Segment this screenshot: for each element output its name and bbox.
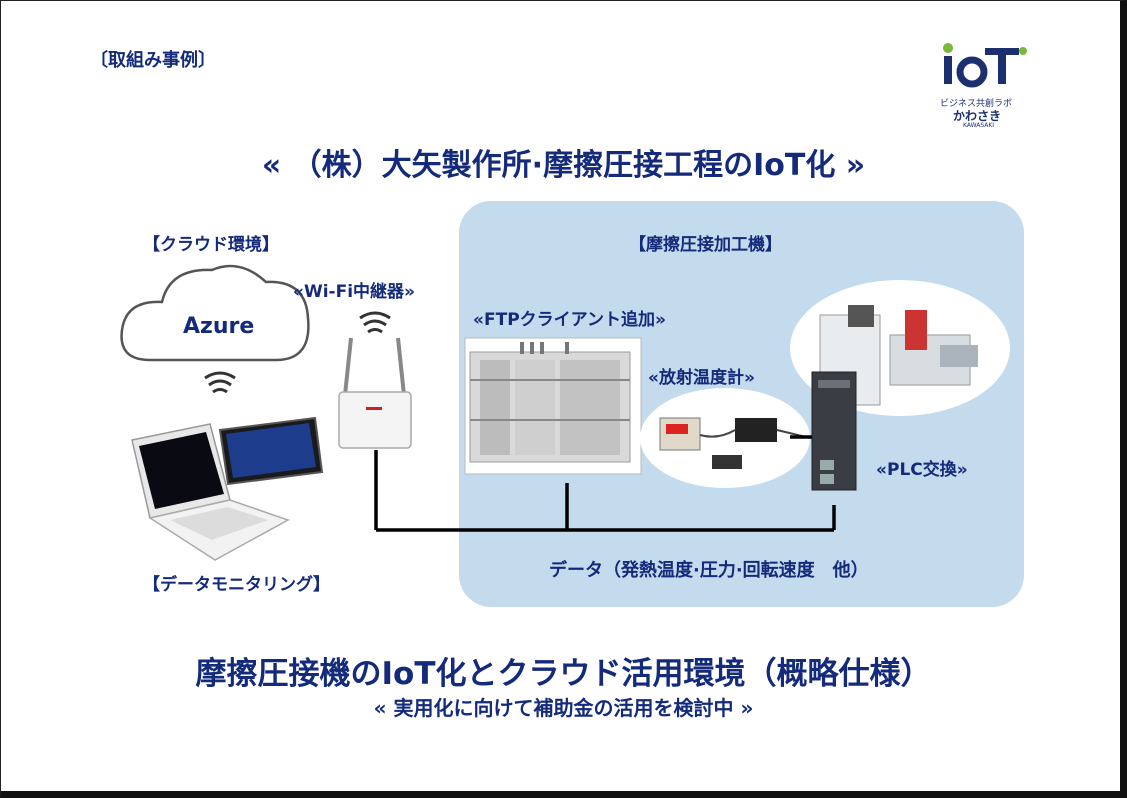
ftp-device-illustration <box>464 337 642 475</box>
plc-label: «PLC交換» <box>876 460 968 480</box>
data-connection-lines <box>374 435 836 532</box>
thermometer-label: «放射温度計» <box>648 368 755 388</box>
laptop-illustration <box>131 423 290 561</box>
wifi-icon-router <box>359 311 391 334</box>
header-tag: 〔取組み事例〕 <box>90 50 216 71</box>
ftp-label: «FTPクライアント追加» <box>473 310 666 330</box>
subsubtitle: « 実用化に向けて補助金の活用を検討中 » <box>373 696 754 720</box>
plc-illustration <box>811 371 857 491</box>
logo-line3: KAWASAKI <box>963 122 995 129</box>
machine-section-label: 【摩擦圧接加工機】 <box>629 235 782 255</box>
cloud-label: Azure <box>183 314 255 339</box>
main-title: « （株）大矢製作所·摩擦圧接工程のIoT化 » <box>261 148 866 183</box>
iot-logo-mark <box>943 43 1027 88</box>
data-label: データ（発熱温度·圧力·回転速度 他） <box>549 560 869 581</box>
wifi-label: «Wi-Fi中継器» <box>293 282 416 302</box>
cloud-section-label: 【クラウド環境】 <box>143 235 279 255</box>
logo-line1: ビジネス共創ラボ <box>940 99 1013 109</box>
wifi-icon-cloud <box>204 371 236 394</box>
router-illustration <box>338 337 412 449</box>
thermometer-illustration <box>640 388 811 488</box>
subtitle: 摩擦圧接機のIoT化とクラウド活用環境（概略仕様） <box>195 656 932 692</box>
iot-logo: ビジネス共創ラボ かわさき KAWASAKI <box>935 40 1030 130</box>
monitoring-label: 【データモニタリング】 <box>143 575 330 595</box>
cloud-shape <box>120 264 310 362</box>
tablet-illustration <box>218 416 324 486</box>
logo-line2: かわさき <box>953 109 1002 123</box>
